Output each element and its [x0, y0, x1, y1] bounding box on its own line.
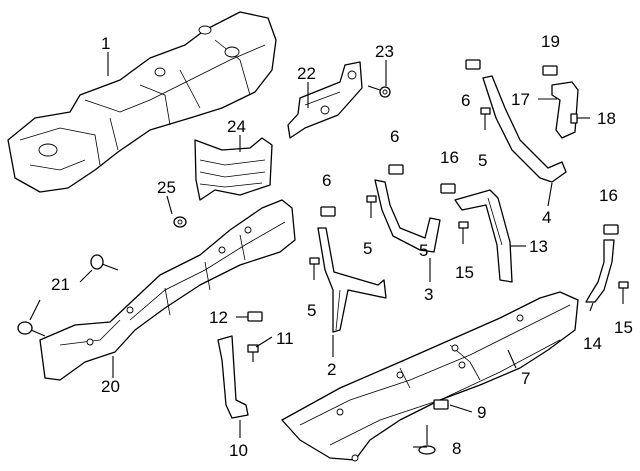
callout-2: 2: [327, 360, 336, 379]
bolt-23: [367, 85, 391, 98]
fuel-tank: [7, 11, 277, 193]
callout-16-b: 16: [599, 186, 618, 205]
callout-13: 13: [529, 237, 548, 256]
bracket-10: [217, 335, 249, 419]
strap-13: [454, 189, 513, 283]
callout-12: 12: [209, 308, 228, 327]
callout-17: 17: [511, 90, 530, 109]
bracket-14: [585, 239, 615, 303]
callout-24: 24: [227, 117, 246, 136]
callout-5-d: 5: [419, 241, 428, 260]
bracket-17: [551, 81, 579, 139]
skid-shield-20: [39, 199, 296, 381]
bolt-15b: [618, 281, 629, 304]
skid-plate-7: [281, 291, 579, 462]
callout-6-b: 6: [390, 127, 399, 146]
callout-16-a: 16: [440, 148, 459, 167]
bolt-5a: [309, 257, 320, 280]
callout-22: 22: [297, 64, 316, 83]
callout-1: 1: [101, 34, 110, 53]
callout-5-b: 5: [363, 239, 372, 258]
callout-3: 3: [424, 285, 433, 304]
bolt-5b: [366, 195, 377, 218]
bolt-15a: [458, 221, 469, 244]
callout-25: 25: [157, 178, 176, 197]
heat-shield-24: [194, 137, 273, 201]
callout-14: 14: [583, 334, 602, 353]
clip-16a: [440, 183, 456, 194]
clip-9: [433, 399, 449, 410]
mounting-bracket-22: [287, 61, 363, 139]
callout-11: 11: [276, 329, 294, 348]
clip-19: [542, 65, 558, 76]
callout-20: 20: [101, 377, 120, 396]
bolt-8: [418, 425, 436, 455]
clip-16b: [603, 224, 619, 235]
nut-25: [173, 216, 187, 228]
bolt-5c: [480, 107, 491, 130]
callout-4: 4: [542, 208, 551, 227]
clip-6b: [388, 164, 404, 175]
callout-labels: 1 2 3 4 5 5 5 5 6 6 6 7 8 9 10 11 12 13 …: [51, 32, 633, 460]
callout-10: 10: [229, 441, 248, 460]
callout-21: 21: [51, 275, 70, 294]
leader-lines: [29, 52, 594, 448]
callout-18: 18: [597, 109, 616, 128]
strap-4: [482, 75, 567, 183]
callout-9: 9: [477, 403, 486, 422]
callout-19: 19: [541, 32, 560, 51]
strap-3: [374, 179, 441, 253]
clip-6c: [465, 59, 481, 70]
callout-7: 7: [521, 369, 530, 388]
bolt-21b: [17, 321, 46, 337]
bolt-21: [90, 254, 119, 271]
callout-8: 8: [452, 439, 461, 458]
strap-2: [317, 227, 387, 333]
callout-15-a: 15: [455, 263, 474, 282]
callout-6-a: 6: [322, 171, 331, 190]
clip-6a: [320, 206, 336, 217]
clip-12: [247, 311, 263, 322]
callout-6-c: 6: [461, 91, 470, 110]
callout-5-c: 5: [478, 151, 487, 170]
callout-15-b: 15: [614, 318, 633, 337]
bolt-11: [247, 344, 259, 362]
bolt-18: [570, 113, 590, 124]
callout-23: 23: [375, 42, 394, 61]
callout-5-a: 5: [307, 301, 316, 320]
